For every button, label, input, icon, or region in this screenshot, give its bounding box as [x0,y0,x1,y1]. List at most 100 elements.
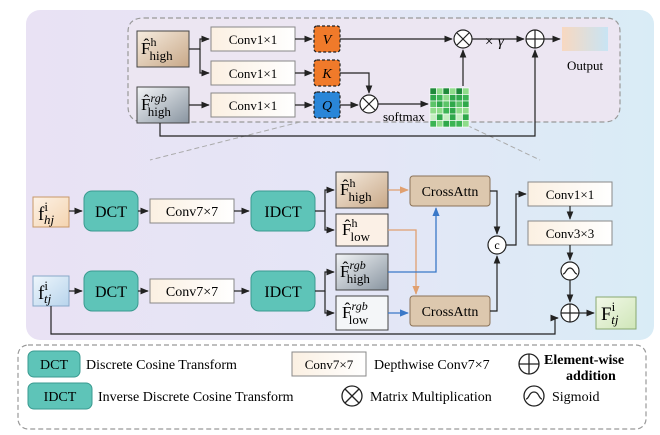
heatmap-cell [442,94,450,102]
output-label: Output [567,58,604,73]
heatmap-cell [455,120,463,128]
legend-sigmoid-desc: Sigmoid [552,390,599,405]
heatmap-cell [455,100,463,108]
heatmap-cell [462,113,470,121]
heatmap-cell [442,113,450,121]
conv7-top [149,198,235,224]
heatmap-cell [455,113,463,121]
arrow-h-low-to-crossattn [388,229,420,295]
legend-dct-desc: Discrete Cosine Transform [86,358,237,373]
idct-bottom-label: IDCT [264,284,302,301]
v-label: V [323,33,333,48]
heatmap-cell [455,94,463,102]
heatmap-cell [449,113,457,121]
legend-add-icon [518,353,540,375]
heatmap-cell [449,87,457,95]
conv1-pipeline-label: Conv1×1 [546,187,595,202]
dct-bottom-label: DCT [95,284,127,301]
conv7-bottom [149,278,235,304]
heatmap-cell [462,120,470,128]
add-icon-final [560,303,580,323]
attn-conv-v [210,26,296,52]
v-box [313,25,341,53]
output-f-tj [595,296,637,330]
conv7-bottom-label: Conv7×7 [166,285,218,300]
heatmap-cell [455,87,463,95]
conv3-pipeline-label: Conv3×3 [546,226,595,241]
k-box [313,59,341,87]
heatmap-cell [436,120,444,128]
heatmap-cell [462,107,470,115]
heatmap-cell [436,113,444,121]
heatmap-cell [462,100,470,108]
dct-top-label: DCT [95,204,127,221]
legend-dct-swatch [27,350,81,378]
heatmap-cell [436,100,444,108]
heatmap-cell [449,107,457,115]
input-fhat-h-high [136,30,190,68]
heatmap-cell [429,107,437,115]
legend-idct-swatch [27,382,93,410]
fhat-rgb-low [335,295,389,331]
heatmap-cell [455,107,463,115]
legend-conv7-swatch [291,351,367,377]
add-icon-attn [525,29,545,49]
heatmap-cell [449,94,457,102]
legend-idct-desc: Inverse Discrete Cosine Transform [98,390,294,405]
softmax-label: softmax [383,109,425,124]
crossattn-bottom-label: CrossAttn [422,305,479,320]
k-label: K [321,67,332,82]
heatmap-cell [462,87,470,95]
legend-matmul-icon [341,385,363,407]
heatmap-cell [429,100,437,108]
sigmoid-icon [560,261,580,281]
heatmap-cell [436,87,444,95]
matmul-icon-v [453,29,473,49]
heatmap-cell [436,94,444,102]
attn-conv-k-label: Conv1×1 [229,66,278,81]
arrow-rgb-high-to-crossattn [388,207,440,273]
legend-idct-label: IDCT [44,390,77,405]
idct-top-label: IDCT [264,204,302,221]
matmul-icon-qk [359,94,379,114]
gamma-label: × γ [484,34,505,50]
legend-sigmoid-icon [523,385,545,407]
input-f-hj [32,196,70,228]
legend-conv7-desc: Depthwise Conv7×7 [374,358,490,373]
attn-conv-v-label: Conv1×1 [229,32,278,47]
legend-add-desc-2: addition [566,369,616,384]
heatmap-cell [429,94,437,102]
fhat-rgb-high [335,253,389,291]
heatmap-cell [449,120,457,128]
attention-arrows [159,35,561,137]
heatmap-cell [462,94,470,102]
heatmap-cell [429,113,437,121]
legend-add-desc-1: Element-wise [544,353,624,368]
concat-label: c [494,238,499,252]
zoom-line-right [459,121,541,161]
heatmap-cell [442,107,450,115]
legend-conv7-label: Conv7×7 [305,357,354,372]
q-box [313,91,341,119]
heatmap-cell [429,87,437,95]
attn-conv-k [210,60,296,86]
heatmap-cell [429,120,437,128]
pipeline-arrows [50,186,595,335]
attention-heatmap [429,87,470,128]
heatmap-cell [449,100,457,108]
zoom-line-left [149,121,301,161]
heatmap-cell [442,120,450,128]
attn-conv-q [210,92,296,118]
output-box [562,27,608,51]
legend-box [17,344,647,430]
